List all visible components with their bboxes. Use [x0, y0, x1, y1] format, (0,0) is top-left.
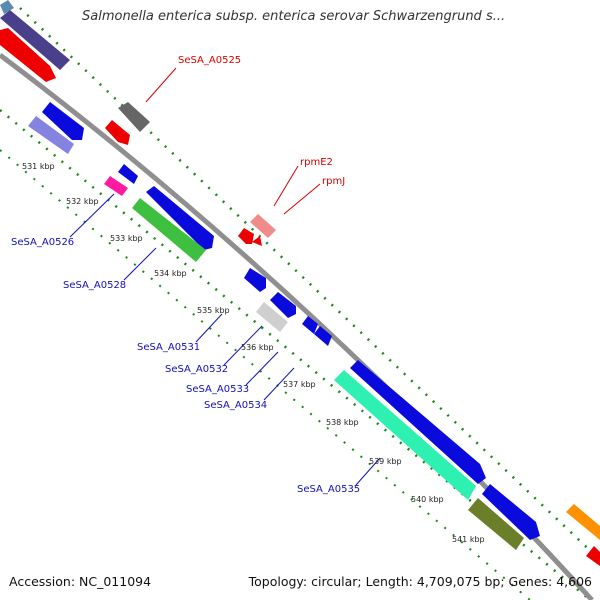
tick-532: 532 kbp	[66, 197, 99, 206]
topology-text: Topology: circular; Length: 4,709,075 bp…	[248, 574, 592, 589]
gene-dark-blue	[0, 10, 70, 70]
gene-label-connectors	[69, 67, 381, 486]
gene-blue-1	[42, 102, 84, 140]
accession-text: Accession: NC_011094	[9, 574, 152, 589]
gc-track-outer	[19, 7, 600, 561]
gene-red-5	[586, 546, 600, 566]
tick-539: 539 kbp	[369, 457, 402, 466]
gene-green	[132, 198, 206, 262]
tick-537: 537 kbp	[283, 380, 316, 389]
tick-541: 541 kbp	[452, 535, 485, 544]
label-rpmj[interactable]: rpmJ	[322, 176, 345, 187]
gene-blue-6	[302, 316, 318, 334]
label-sesa-a0525[interactable]: SeSA_A0525	[178, 55, 241, 66]
gene-gray	[118, 102, 150, 132]
gene-red-top	[0, 28, 56, 82]
gene-orange	[566, 504, 600, 540]
gene-blue-3	[146, 186, 214, 250]
gene-red-4	[252, 236, 262, 246]
gene-teal	[0, 0, 14, 14]
gene-blue-5	[270, 292, 296, 318]
gene-blue-8	[482, 484, 540, 540]
label-sesa-a0531[interactable]: SeSA_A0531	[137, 342, 200, 353]
gene-blue-7	[314, 326, 332, 346]
tick-533: 533 kbp	[110, 234, 143, 243]
tick-536: 536 kbp	[241, 343, 274, 352]
tick-535: 535 kbp	[197, 306, 230, 315]
label-sesa-a0535[interactable]: SeSA_A0535	[297, 484, 360, 495]
gene-magenta	[104, 176, 128, 196]
gene-aquamarine	[334, 370, 476, 500]
genome-title: Salmonella enterica subsp. enterica sero…	[82, 9, 506, 24]
gene-light-gray	[256, 302, 288, 332]
gene-red-3	[238, 228, 254, 244]
label-sesa-a0532[interactable]: SeSA_A0532	[165, 364, 228, 375]
gene-blue-long	[350, 360, 486, 484]
label-sesa-a0533[interactable]: SeSA_A0533	[186, 384, 249, 395]
label-sesa-a0526[interactable]: SeSA_A0526	[11, 237, 74, 248]
gene-red-2	[105, 120, 130, 145]
tick-531: 531 kbp	[22, 162, 55, 171]
gene-lavender	[28, 116, 74, 154]
label-rpme2[interactable]: rpmE2	[300, 157, 333, 168]
gene-olive	[468, 498, 524, 550]
gene-blue-2	[118, 164, 138, 184]
label-sesa-a0534[interactable]: SeSA_A0534	[204, 400, 267, 411]
gene-blue-4	[244, 268, 266, 292]
tick-534: 534 kbp	[154, 269, 187, 278]
gene-pink	[250, 214, 276, 238]
tick-540: 540 kbp	[411, 495, 444, 504]
gc-track-mid	[0, 149, 531, 600]
gene-features	[0, 0, 600, 566]
genome-backbone	[0, 53, 594, 600]
tick-538: 538 kbp	[326, 418, 359, 427]
label-sesa-a0528[interactable]: SeSA_A0528	[63, 280, 126, 291]
